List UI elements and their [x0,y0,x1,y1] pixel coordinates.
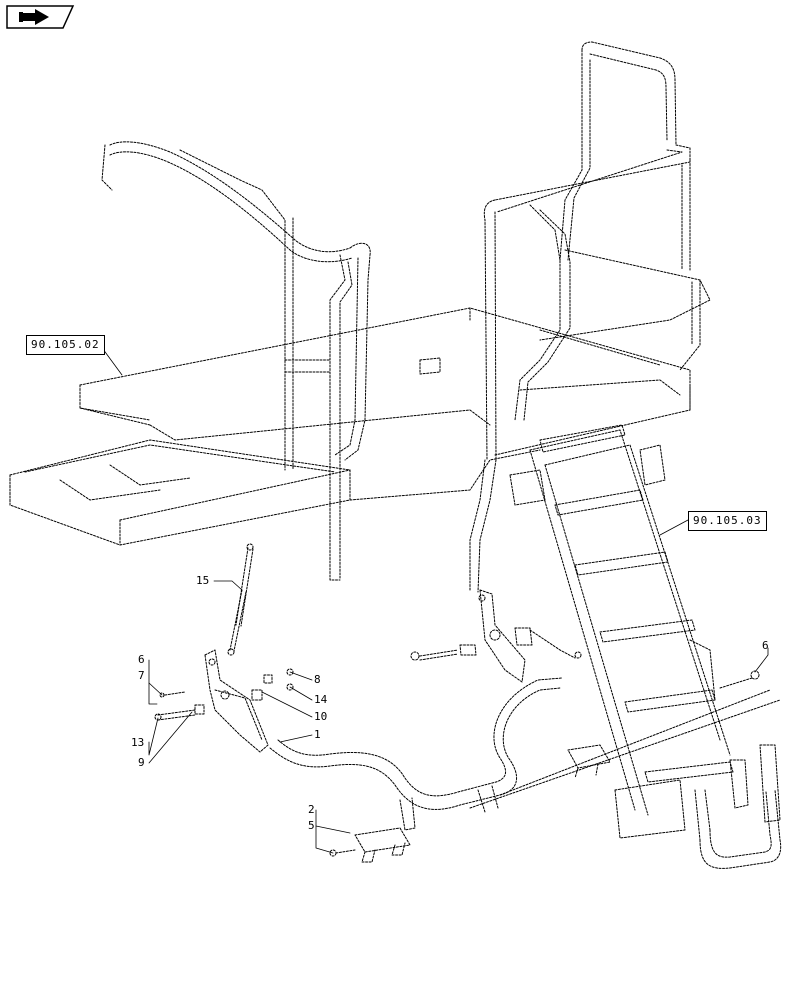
platform-deck [9,307,691,546]
callout-2: 2 [308,803,315,816]
left-handrail [101,141,371,581]
handle-tube [269,677,781,831]
gas-strut [227,543,254,656]
callout-6-left: 6 [138,653,145,666]
callout-9: 9 [138,756,145,769]
callout-1: 1 [314,728,321,741]
callout-8: 8 [314,673,321,686]
lower-clamps [329,670,760,863]
reference-box-left[interactable]: 90.105.02 [26,335,105,355]
right-handrail [469,41,711,593]
left-bracket [154,649,294,753]
callout-6-right: 6 [762,639,769,652]
callout-15: 15 [196,574,210,587]
reference-box-right[interactable]: 90.105.03 [688,511,767,531]
leader-lines [99,344,769,854]
callout-13: 13 [131,736,145,749]
right-bracket [410,589,582,683]
callout-10: 10 [314,710,328,723]
previous-page-arrow-icon[interactable] [5,4,75,30]
ladder [509,424,782,869]
callout-14: 14 [314,693,328,706]
callout-5: 5 [308,819,315,832]
callout-7: 7 [138,669,145,682]
